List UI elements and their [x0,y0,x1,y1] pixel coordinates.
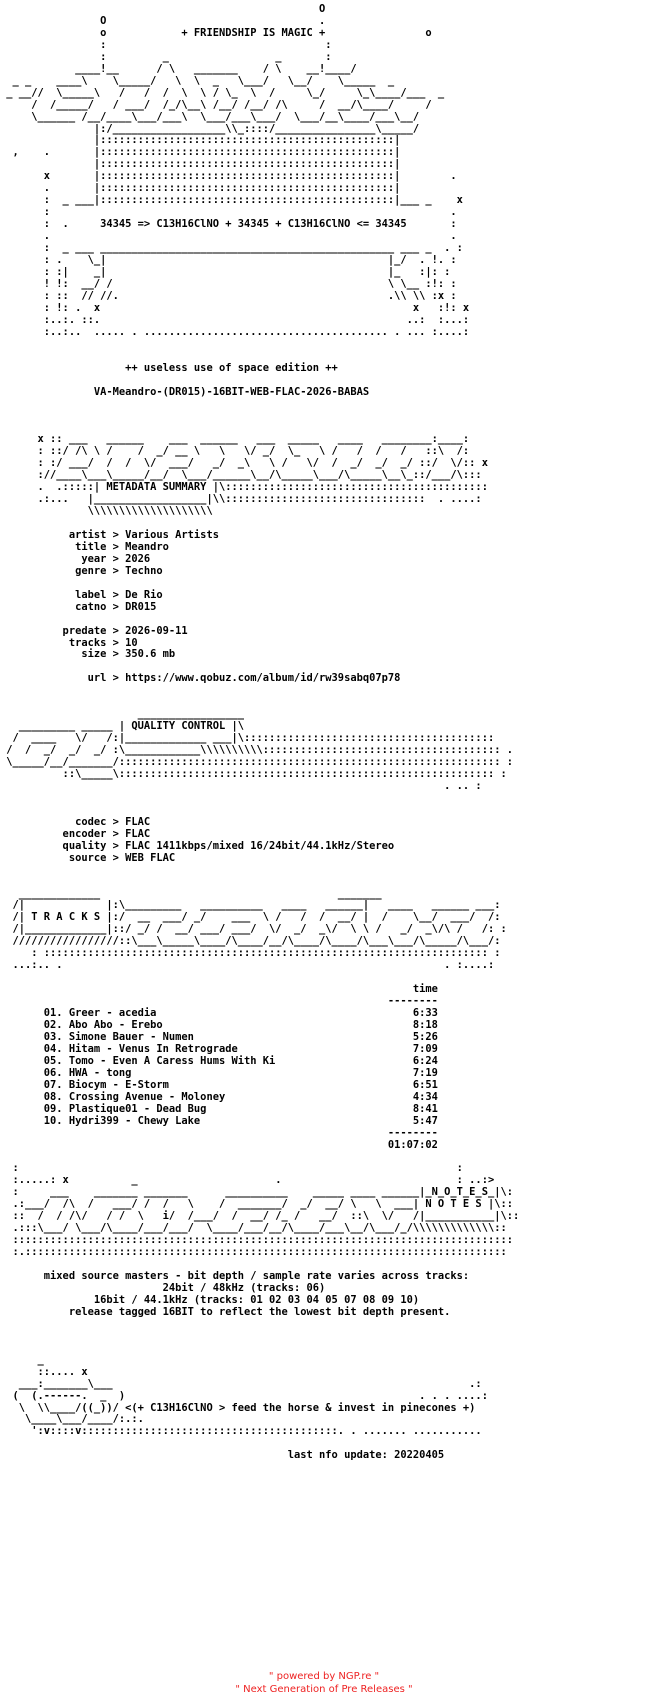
footer-tagline: " Next Generation of Pre Releases " [235,1684,413,1695]
footer-credits: " powered by NGP.re " " Next Generation … [0,1670,648,1696]
footer-powered-by: " powered by NGP.re " [268,1671,380,1682]
nfo-text-block: O O . o + FRIENDSHIP IS MAGIC + o : : : [6,4,520,1462]
